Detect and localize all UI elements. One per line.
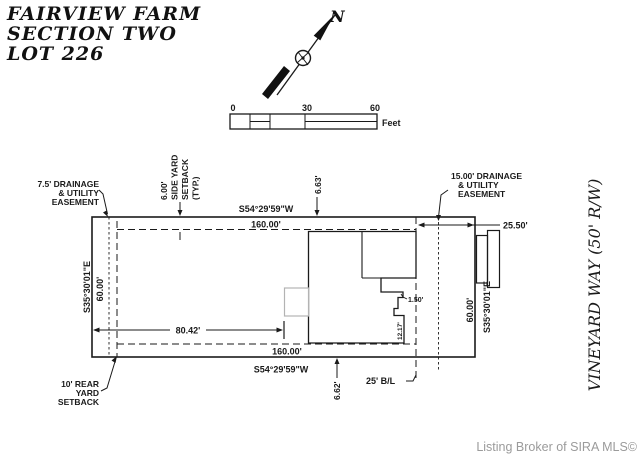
building-line-label: 25' B/L (366, 376, 396, 386)
scale-bar: 0 30 60 Feet (229, 103, 401, 130)
leader-building-line (406, 374, 417, 382)
scale-tick-30: 30 (302, 103, 312, 113)
scale-tick-60: 60 (370, 103, 380, 113)
porch-rectangle (283, 287, 310, 317)
leader-step (400, 293, 408, 300)
left-distance-label: 60.00' (95, 277, 105, 302)
house-side-dim-label: 12.17' (397, 322, 404, 340)
bottom-offset-label: 6.62' (332, 381, 342, 400)
north-label: N (329, 7, 346, 26)
right-distance-label: 60.00' (465, 298, 475, 323)
rear-setback-label-line3: SETBACK (58, 397, 100, 407)
title-block: FAIRVIEW FARM SECTION TWO LOT 226 (6, 3, 201, 65)
driveway (475, 229, 501, 289)
step-dim-label: 1.50' (408, 297, 424, 304)
easement-left-label-line3: EASEMENT (52, 197, 100, 207)
plat-title-line2: SECTION TWO (7, 23, 177, 45)
bottom-bearing-label: S54°29'59"W (254, 365, 309, 375)
easement-right-label-line2: & UTILITY (458, 180, 499, 190)
leader-easement-right (438, 189, 449, 218)
lot-boundary (91, 216, 476, 358)
side-setback-label-line2: SIDE YARD (170, 155, 180, 200)
right-bearing-label: S35°30'01"E (482, 281, 492, 333)
easement-left-label-line1: 7.5' DRAINAGE (37, 179, 99, 189)
rear-setback-label-line2: YARD (76, 388, 99, 398)
rear-setback-label-line1: 10' REAR (61, 379, 99, 389)
scale-tick-0: 0 (230, 103, 235, 113)
top-offset-label: 6.63' (313, 175, 323, 194)
easement-right-label-line3: EASEMENT (458, 189, 506, 199)
side-setback-label-line3: SETBACK (180, 158, 190, 200)
easement-left-label-line2: & UTILITY (58, 188, 99, 198)
house-outline (307, 230, 417, 344)
leader-easement-left (98, 189, 108, 215)
left-to-house-dim-label: 80.42' (176, 326, 201, 336)
front-offset-label: 25.50' (503, 221, 528, 231)
north-arrow-head (313, 15, 334, 41)
top-bearing-label: S54°29'59"W (239, 204, 294, 214)
listing-broker-watermark: Listing Broker of SIRA MLS© (476, 440, 637, 454)
plat-labels: 7.5' DRAINAGE & UTILITY EASEMENT 6.00' S… (37, 155, 604, 407)
street-name-label: VINEYARD WAY (50' R/W) (585, 179, 604, 392)
dimension-lines (93, 189, 500, 392)
plat-title-line1: FAIRVIEW FARM (6, 3, 201, 25)
north-arrow-tail (262, 66, 290, 99)
top-distance-label: 160.00' (251, 220, 281, 230)
scale-unit-label: Feet (382, 118, 401, 128)
bottom-distance-label: 160.00' (272, 347, 302, 357)
north-arrow-icon: N (262, 7, 346, 99)
plat-title-line3: LOT 226 (6, 43, 104, 65)
easement-right-label-line1: 15.00' DRAINAGE (451, 171, 522, 181)
left-bearing-label: S35°30'01"E (82, 261, 92, 313)
side-setback-label-line1: 6.00' (159, 181, 169, 200)
side-setback-label-line4: (TYP.) (191, 176, 201, 200)
leader-rear-setback (100, 359, 116, 392)
